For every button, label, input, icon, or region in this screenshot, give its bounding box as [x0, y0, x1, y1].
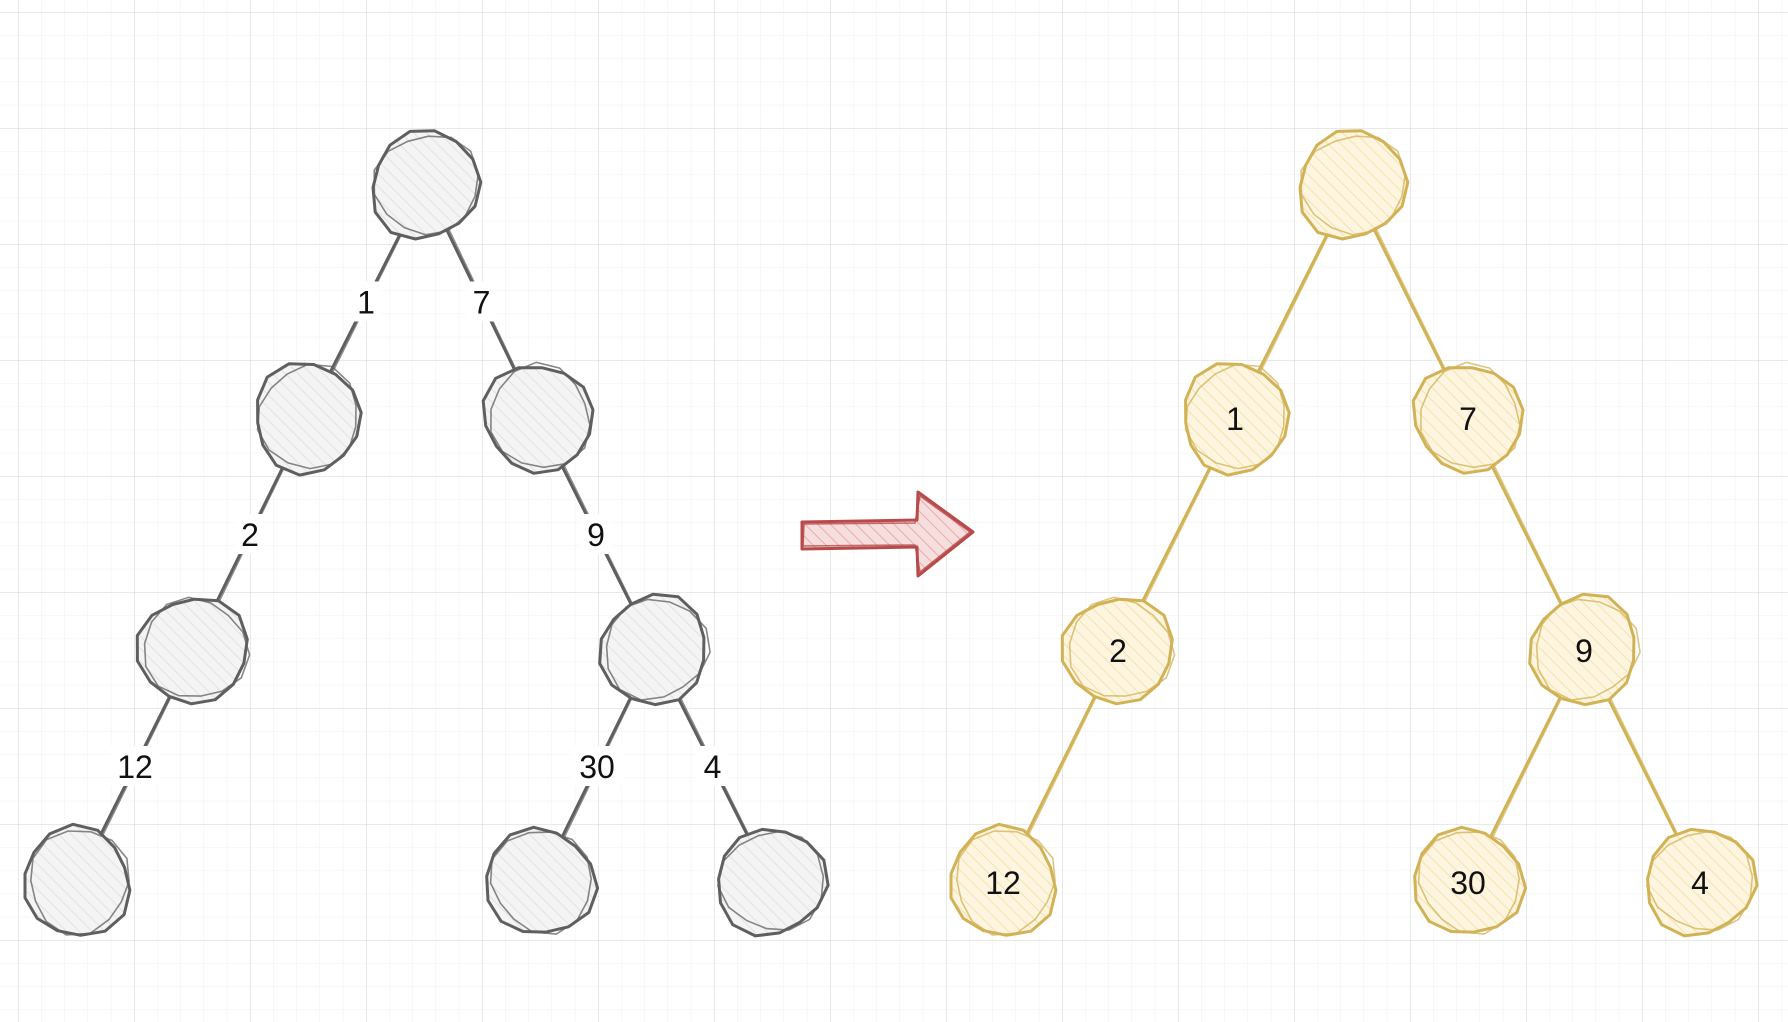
left-node — [485, 825, 600, 935]
left-edge-label: 30 — [579, 749, 615, 785]
right-arrow-icon — [800, 490, 975, 578]
right-node-label: 30 — [1450, 865, 1486, 901]
right-node-outline — [955, 830, 1056, 936]
right-edge — [1488, 693, 1564, 839]
left-edge-label-bg — [351, 281, 381, 322]
left-edge-label-bg — [581, 514, 611, 554]
left-node-outline — [143, 596, 251, 697]
left-node-outline — [605, 598, 711, 701]
left-node — [256, 362, 363, 477]
left-edge-label-bg — [110, 746, 160, 786]
right-node: 2 — [1060, 596, 1176, 706]
right-node-label: 2 — [1109, 633, 1127, 669]
right-nodes: 1 7 2 9 12 30 4 — [949, 129, 1759, 938]
right-edge — [1023, 693, 1098, 839]
left-edges: 1 7 2 9 12 30 4 — [97, 227, 752, 840]
right-node-outline — [1300, 135, 1407, 236]
right-edge-stroke — [1026, 693, 1099, 839]
right-node: 7 — [1411, 361, 1525, 475]
right-edge-stroke — [1141, 460, 1216, 608]
left-edge-label-bg — [697, 746, 728, 786]
left-edge-label: 1 — [357, 285, 375, 321]
right-node-label: 7 — [1459, 401, 1477, 437]
right-node-outline — [1068, 596, 1176, 697]
right-edges — [1023, 227, 1681, 839]
right-node: 1 — [1184, 362, 1291, 477]
left-node-outline — [373, 135, 480, 236]
right-node: 4 — [1646, 827, 1759, 938]
right-node-circle — [1411, 366, 1525, 475]
right-node — [1298, 129, 1410, 241]
right-edge-stroke — [1491, 693, 1565, 839]
left-edge-label: 4 — [704, 749, 722, 785]
left-edge-label: 2 — [241, 517, 259, 553]
right-node-outline — [1646, 830, 1754, 931]
right-edge — [1139, 461, 1214, 607]
left-edge-label: 12 — [117, 749, 153, 785]
right-node-circle — [1646, 827, 1759, 938]
left-node-circle — [717, 827, 830, 938]
right-node-circle — [1528, 592, 1636, 707]
right-node-label: 9 — [1575, 633, 1593, 669]
left-edge-label: 7 — [473, 285, 491, 321]
right-node-circle — [1184, 362, 1291, 477]
left-edge-label-bg — [235, 514, 265, 554]
right-edge — [1372, 228, 1448, 375]
right-node: 12 — [949, 822, 1058, 937]
right-node-label: 1 — [1226, 401, 1244, 437]
left-edge-label-bg — [572, 746, 622, 786]
left-node-outline — [717, 830, 825, 931]
right-edge-stroke — [1258, 227, 1333, 376]
left-edge-label-bg — [466, 281, 497, 322]
right-node-label: 12 — [985, 865, 1021, 901]
left-tree: 1 7 2 9 12 30 4 — [23, 129, 830, 938]
left-node — [135, 596, 251, 706]
right-node-label: 4 — [1691, 865, 1709, 901]
right-edge-stroke — [1491, 461, 1565, 607]
left-node-circle — [481, 366, 595, 475]
left-node-outline — [489, 831, 593, 935]
left-node — [23, 822, 132, 937]
left-node-outline — [29, 830, 130, 936]
left-node — [481, 361, 595, 475]
right-edge-stroke — [1375, 228, 1449, 375]
right-edge — [1604, 693, 1680, 839]
left-node — [371, 129, 483, 241]
left-node-circle — [598, 592, 706, 707]
right-edge — [1255, 228, 1332, 375]
right-edge-stroke — [1607, 693, 1681, 839]
right-node-outline — [1420, 361, 1521, 469]
right-node: 30 — [1413, 825, 1528, 935]
right-tree: 1 7 2 9 12 30 4 — [949, 129, 1759, 938]
left-node — [598, 592, 711, 707]
right-node-outline — [1417, 831, 1521, 935]
left-node-circle — [256, 362, 363, 477]
left-node-outline — [490, 361, 591, 469]
right-edge — [1488, 461, 1564, 607]
right-node-outline — [1184, 363, 1285, 470]
left-nodes — [23, 129, 830, 938]
left-node-outline — [256, 363, 357, 470]
right-node: 9 — [1528, 592, 1641, 707]
left-node — [717, 827, 830, 938]
left-edge-label: 9 — [587, 517, 605, 553]
right-node-outline — [1535, 598, 1641, 701]
